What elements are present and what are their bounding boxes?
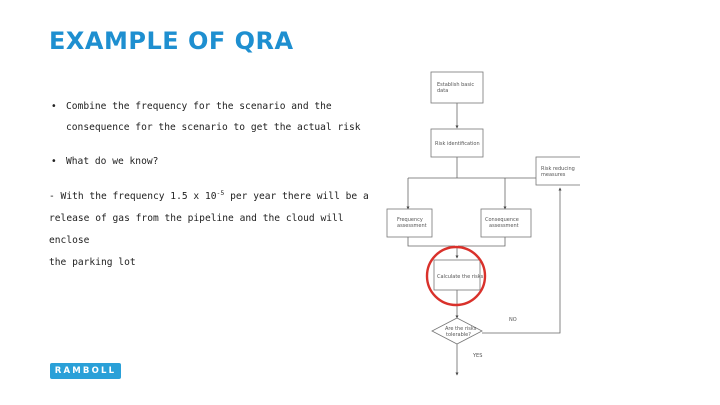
bullet-line: What do we know? <box>66 156 159 167</box>
paragraph: - With the frequency 1.5 x 10-5 per year… <box>49 186 369 274</box>
consequence-assessment-box <box>480 208 532 238</box>
bullet-item: • Combine the frequency for the scenario… <box>49 96 369 138</box>
exponent: -5 <box>216 188 225 197</box>
paragraph-line: release of gas from the pipeline and the… <box>49 213 344 246</box>
risk-reducing-box <box>535 156 580 186</box>
establish-label: Establish basic <box>437 82 474 88</box>
frequency-label: Frequency <box>397 217 423 223</box>
establish-label: data <box>437 88 448 94</box>
bullet-icon: • <box>51 156 57 167</box>
tolerable-label: Are the risks <box>445 326 477 332</box>
bullet-line: consequence for the scenario to get the … <box>66 122 361 133</box>
frequency-label: assessment <box>397 223 427 229</box>
slide-title: EXAMPLE OF QRA <box>49 27 294 55</box>
calculate-label: Calculate the risks <box>437 274 484 280</box>
tolerable-decision-diamond <box>431 317 483 345</box>
risk-reducing-label: measures <box>541 172 566 178</box>
consequence-label: assessment <box>489 223 519 229</box>
risk-reducing-label: Risk reducing <box>541 166 575 172</box>
connector-split <box>407 157 506 207</box>
ramboll-logo: RAMBOLL <box>50 363 121 379</box>
paragraph-line: the parking lot <box>49 257 136 268</box>
yes-label: YES <box>472 353 482 359</box>
bullet-line: Combine the frequency for the scenario a… <box>66 101 332 112</box>
bullet-icon: • <box>51 101 57 112</box>
connector-no <box>482 187 562 334</box>
no-label: NO <box>509 317 517 323</box>
highlight-circle <box>425 245 487 307</box>
tolerable-label: tolerable? <box>446 332 471 338</box>
calculate-risks-box <box>433 259 481 291</box>
risk-identification-label: Risk identification <box>435 141 480 147</box>
slide-body: • Combine the frequency for the scenario… <box>49 96 369 274</box>
risk-identification-box <box>430 128 484 158</box>
consequence-label: Consequence <box>485 217 519 223</box>
connector-merge <box>407 237 506 247</box>
bullet-item: • What do we know? <box>49 151 369 172</box>
establish-data-box <box>430 71 484 104</box>
paragraph-line: - With the frequency 1.5 x 10-5 per year… <box>49 188 369 202</box>
qra-flowchart: Establish basic data Risk identification… <box>386 71 580 376</box>
frequency-assessment-box <box>386 208 433 238</box>
